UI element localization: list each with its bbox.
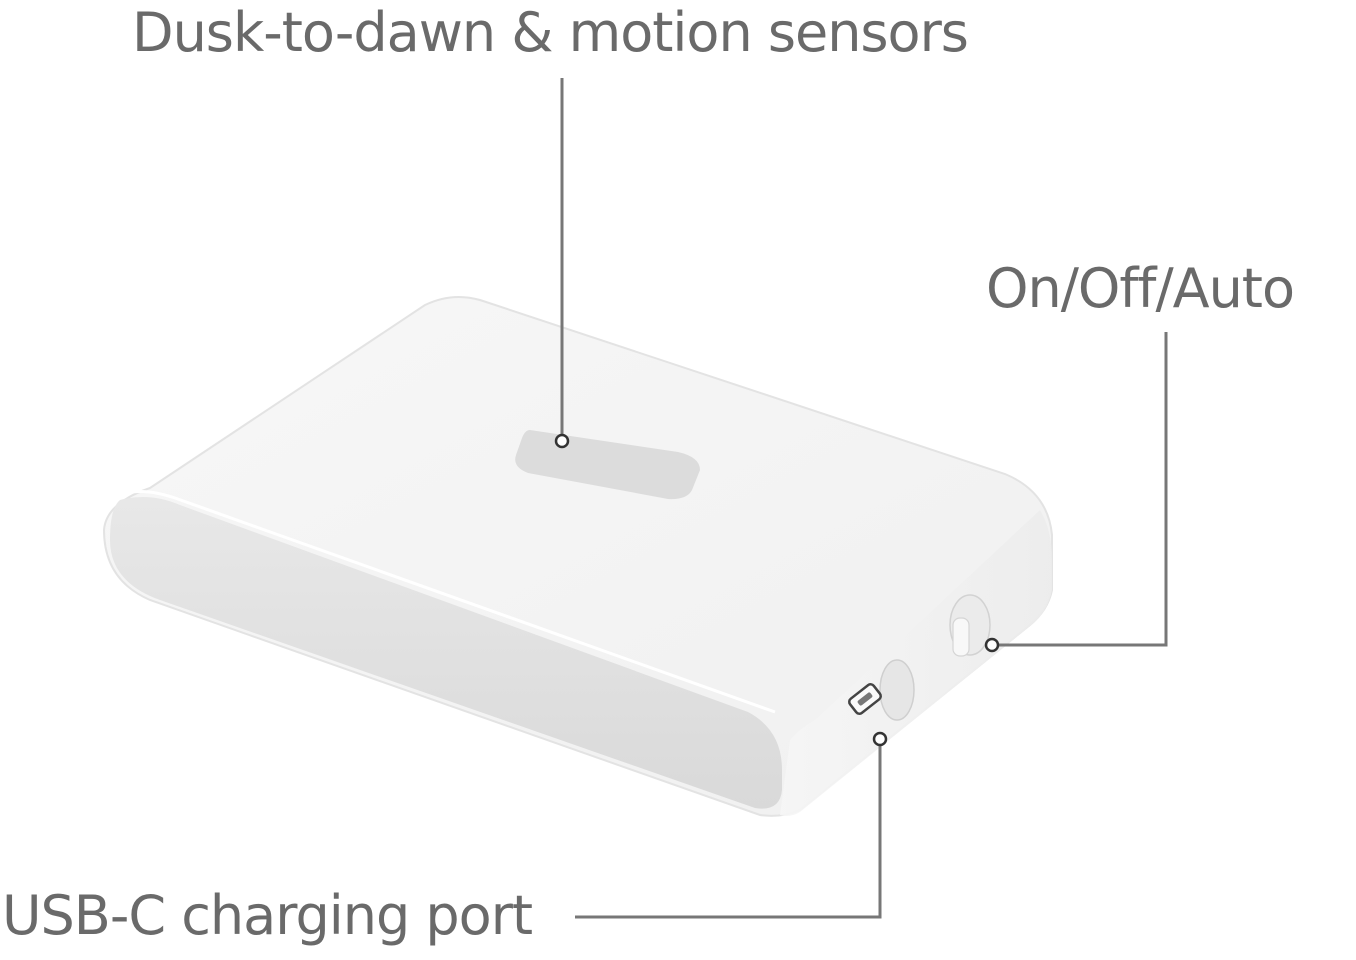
usb-leader-line [575,742,882,919]
switch-leader-line [994,332,1168,647]
usb-c-port-contacts [857,692,873,706]
sensors-callout-label: Dusk-to-dawn & motion sensors [132,1,969,64]
switch-callout-label: On/Off/Auto [986,257,1295,320]
sensor-leader-dot [554,433,570,449]
usb-port-callout-label: USB-C charging port [2,884,533,947]
switch-slider [952,617,970,657]
device-side-face [780,510,1052,816]
device-front-panel [110,496,782,809]
switch-leader-dot [984,637,1000,653]
usb-leader-dot [872,731,888,747]
usb-recess [879,659,915,721]
device-edge-highlight [114,490,776,714]
